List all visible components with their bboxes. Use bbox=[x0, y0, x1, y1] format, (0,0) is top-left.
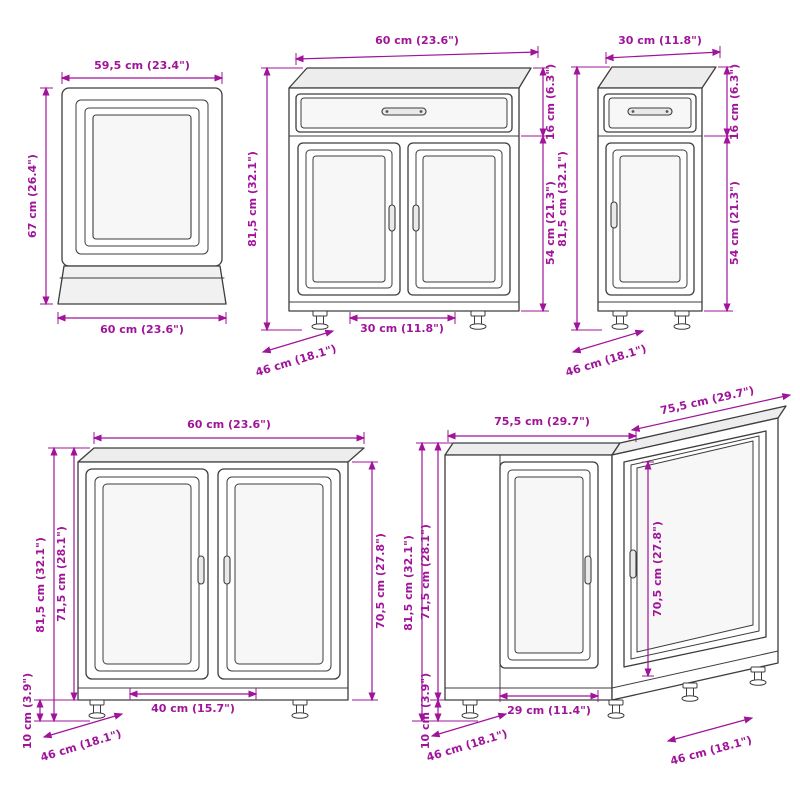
dim-line-depth bbox=[42, 712, 124, 739]
dim-label-total-height: 81,5 cm (32.1") bbox=[556, 151, 569, 247]
base-cabinet-two-doors-drawing: 60 cm (23.6") 81,5 cm (32.1") 71,5 cm (2… bbox=[21, 418, 387, 764]
dim-line-top bbox=[604, 48, 722, 62]
cabinet-foot bbox=[607, 699, 625, 719]
dim-label-carcass-height: 71,5 cm (28.1") bbox=[419, 524, 432, 620]
dim-label-carcass-height: 71,5 cm (28.1") bbox=[55, 526, 68, 622]
cabinet-foot bbox=[461, 699, 479, 719]
drawer-handle bbox=[381, 107, 427, 116]
dim-label-total-height: 81,5 cm (32.1") bbox=[34, 537, 47, 633]
dim-line-depth bbox=[571, 329, 645, 354]
right-door-handle bbox=[223, 555, 231, 585]
dim-label-width-left: 75,5 cm (29.7") bbox=[494, 415, 590, 428]
dim-label-drawer-height: 16 cm (6.3") bbox=[544, 64, 557, 140]
dim-label-total-height: 81,5 cm (32.1") bbox=[246, 151, 259, 247]
dim-label-door-width: 29 cm (11.4") bbox=[507, 704, 591, 717]
dim-label-width-right: 75,5 cm (29.7") bbox=[659, 384, 755, 417]
drawer-handle bbox=[627, 107, 673, 116]
right-door-panel bbox=[234, 483, 324, 665]
left-door-handle bbox=[388, 204, 396, 232]
cabinet-top-face bbox=[288, 67, 532, 89]
dim-label-depth: 46 cm (18.1") bbox=[39, 727, 123, 764]
corner-base-cabinet-drawing: 75,5 cm (29.7") 75,5 cm (29.7") 81,5 cm … bbox=[402, 384, 792, 768]
left-door-panel bbox=[312, 155, 386, 283]
dim-label-door-height: 54 cm (21.3") bbox=[728, 181, 741, 265]
cabinet-foot bbox=[673, 310, 691, 330]
dim-label-depth-left: 46 cm (18.1") bbox=[425, 727, 509, 764]
door-handle bbox=[610, 201, 618, 229]
dim-label-leg-height: 10 cm (3.9") bbox=[21, 673, 34, 749]
cabinet-foot bbox=[611, 310, 629, 330]
cabinet-foot bbox=[88, 699, 106, 719]
dim-label-width-top: 30 cm (11.8") bbox=[618, 34, 702, 47]
cabinet-top-face bbox=[597, 66, 717, 89]
dim-label-depth: 46 cm (18.1") bbox=[564, 342, 648, 379]
dim-line-top bbox=[294, 48, 540, 63]
dim-label-door-width: 30 cm (11.8") bbox=[360, 322, 444, 335]
right-door-handle bbox=[412, 204, 420, 232]
dim-label-width-top: 60 cm (23.6") bbox=[375, 34, 459, 47]
left-door-handle bbox=[584, 555, 592, 585]
dim-label-depth-right: 46 cm (18.1") bbox=[669, 733, 753, 767]
handle-screw bbox=[419, 110, 423, 113]
dim-label-width-bottom: 60 cm (23.6") bbox=[100, 323, 184, 336]
dim-label-door-height: 70,5 cm (27.8") bbox=[374, 533, 387, 629]
cabinet-foot bbox=[311, 310, 329, 330]
dim-label-width-top: 59,5 cm (23.4") bbox=[94, 59, 190, 72]
left-door-handle bbox=[197, 555, 205, 585]
handle-screw bbox=[631, 110, 635, 113]
dim-line-depth-left bbox=[430, 712, 508, 738]
dim-label-leg-height: 10 cm (3.9") bbox=[419, 673, 432, 749]
left-door-panel bbox=[102, 483, 192, 665]
dim-label-total-height: 81,5 cm (32.1") bbox=[402, 535, 415, 631]
dim-label-door-width: 40 cm (15.7") bbox=[151, 702, 235, 715]
wall-cabinet-door-panel bbox=[92, 114, 192, 240]
dim-label-door-height: 54 cm (21.3") bbox=[544, 181, 557, 265]
cabinet-foot bbox=[291, 699, 309, 719]
right-door-handle bbox=[629, 549, 637, 579]
dim-line-width-right bbox=[630, 393, 792, 432]
wall-cabinet-drawing: 59,5 cm (23.4") 67 cm (26.4") 60 cm (23.… bbox=[26, 59, 228, 336]
cabinet-foot bbox=[681, 682, 699, 702]
right-door-panel bbox=[422, 155, 496, 283]
corner-top-face-left bbox=[444, 442, 621, 456]
cabinet-top-face bbox=[77, 447, 365, 463]
dim-label-depth: 46 cm (18.1") bbox=[254, 342, 338, 379]
handle-screw bbox=[665, 110, 669, 113]
dim-label-door-height: 70,5 cm (27.8") bbox=[651, 521, 664, 617]
right-door-panel bbox=[636, 440, 754, 653]
door-panel bbox=[619, 155, 681, 283]
dim-label-height-left: 67 cm (26.4") bbox=[26, 154, 39, 238]
base-cabinet-drawer-two-doors-drawing: 60 cm (23.6") 16 cm (6.3") 54 cm (21.3")… bbox=[246, 34, 557, 379]
handle-screw bbox=[385, 110, 389, 113]
cabinet-foot bbox=[749, 666, 767, 686]
base-line-right bbox=[611, 650, 779, 689]
dim-label-width-top: 60 cm (23.6") bbox=[187, 418, 271, 431]
left-door-panel bbox=[514, 476, 584, 654]
dim-line-depth bbox=[261, 329, 335, 354]
dim-line-depth-right bbox=[666, 716, 754, 743]
wall-cabinet-bottom bbox=[57, 265, 227, 305]
base-cabinet-drawer-one-door-drawing: 30 cm (11.8") 16 cm (6.3") 54 cm (21.3")… bbox=[556, 34, 741, 379]
cabinet-foot bbox=[469, 310, 487, 330]
dim-label-drawer-height: 16 cm (6.3") bbox=[728, 64, 741, 140]
